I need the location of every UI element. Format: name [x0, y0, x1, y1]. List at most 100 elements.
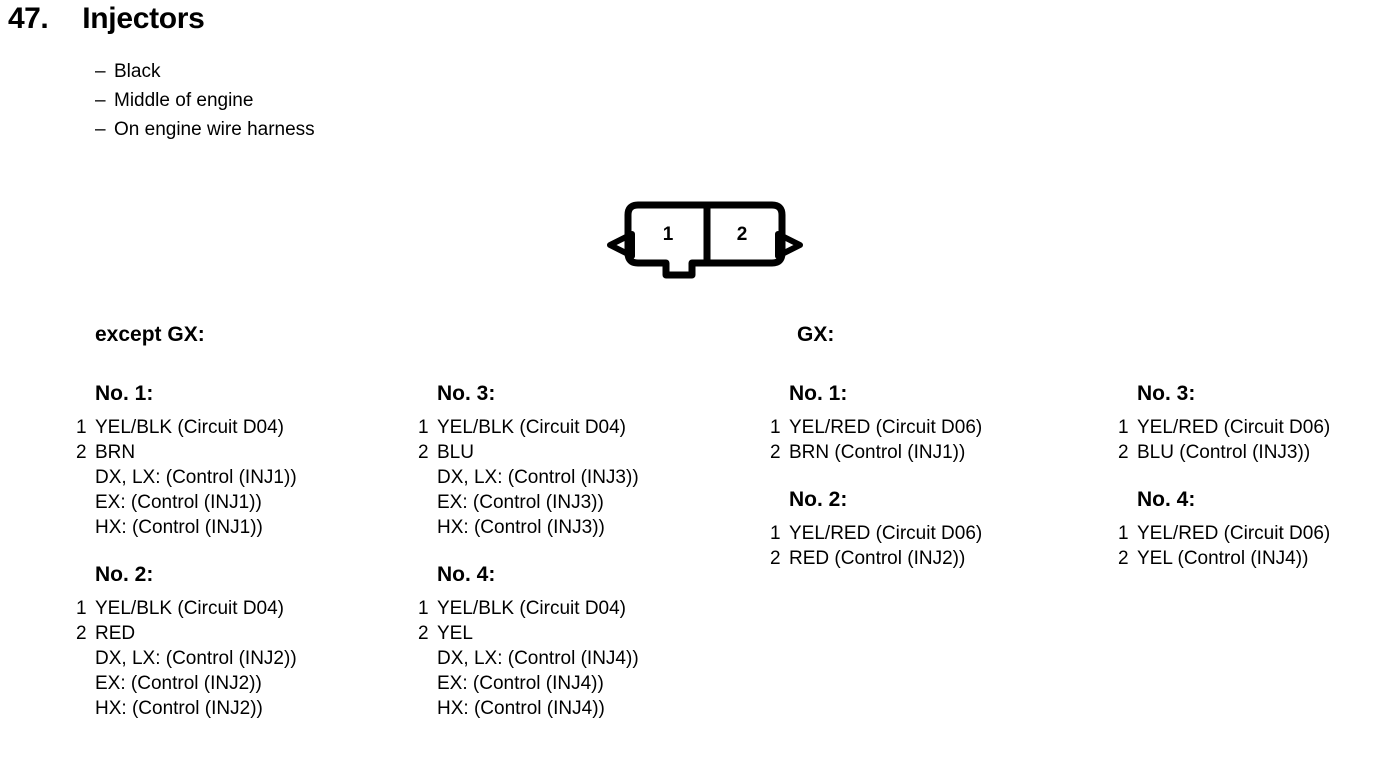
pin-wire-color: YEL/RED (Circuit D06)	[789, 523, 983, 544]
variant-heading-except-gx: except GX:	[95, 323, 205, 346]
pin-wire-color: RED	[95, 623, 136, 644]
pin-group-title: No. 2:	[789, 488, 848, 511]
pin-wire-info: BRN DX, LX: (Control (INJ1)) EX: (Control …	[95, 440, 297, 540]
pin-wire-info: RED (Control (INJ2))	[789, 546, 982, 571]
pin-wire-info: YEL/BLK (Circuit D04)	[95, 415, 297, 440]
pin-wire-info: YEL/RED (Circuit D06)	[789, 415, 982, 440]
pin-number: 1	[76, 598, 87, 619]
pin-variant-note: DX, LX: (Control (INJ1))	[95, 467, 297, 488]
pin-wire-color: BRN	[95, 442, 136, 463]
pin-wire-info: YEL/BLK (Circuit D04)	[437, 415, 639, 440]
pin-row: 1 YEL/BLK (Circuit D04)	[76, 415, 297, 440]
pin-group: No. 3: 1 YEL/RED (Circuit D06) 2 BLU (Contro…	[1118, 382, 1330, 465]
pin-variant-note: DX, LX: (Control (INJ2))	[95, 648, 297, 669]
pin-row: 2 RED (Control (INJ2))	[770, 546, 982, 571]
pin-wire-info: YEL/BLK (Circuit D04)	[437, 596, 639, 621]
pin-group: No. 2: 1 YEL/RED (Circuit D06) 2 RED (Contro…	[770, 488, 982, 571]
pin-number: 1	[770, 523, 781, 544]
pin-group-title: No. 2:	[95, 563, 154, 586]
pin-wire-color: YEL/RED (Circuit D06)	[1137, 417, 1331, 438]
pin-group-title: No. 3:	[1137, 382, 1196, 405]
item-title: Injectors	[82, 2, 205, 35]
pin-number: 1	[1118, 417, 1129, 438]
pin-wire-color: YEL/RED (Circuit D06)	[789, 417, 983, 438]
bullet-dash-icon: –	[95, 61, 106, 82]
pin-variant-note: EX: (Control (INJ1))	[95, 492, 262, 513]
pin-wire-info: BLU (Control (INJ3))	[1137, 440, 1330, 465]
pin-wire-color: YEL (Control (INJ4))	[1137, 548, 1309, 569]
pin-variant-note: EX: (Control (INJ3))	[437, 492, 604, 513]
bullet-dash-icon: –	[95, 119, 106, 140]
pin-number: 1	[770, 417, 781, 438]
pin-group-title: No. 4:	[437, 563, 496, 586]
right-tab-icon	[775, 231, 803, 259]
pin-wire-color: RED (Control (INJ2))	[789, 548, 966, 569]
pin-number: 1	[418, 417, 429, 438]
pin-number: 2	[418, 623, 429, 644]
pin-group-title: No. 3:	[437, 382, 496, 405]
pin-row: 1 YEL/RED (Circuit D06)	[1118, 415, 1330, 440]
pin-wire-color: YEL/BLK (Circuit D04)	[95, 598, 285, 619]
location-note-label: Middle of engine	[114, 90, 254, 111]
pin-number: 2	[418, 442, 429, 463]
pin-wire-info: BRN (Control (INJ1))	[789, 440, 982, 465]
pin-row: 2 YEL (Control (INJ4))	[1118, 546, 1330, 571]
pin-variant-note: HX: (Control (INJ1))	[95, 517, 263, 538]
pin-group-title: No. 4:	[1137, 488, 1196, 511]
pin-wire-info: YEL (Control (INJ4))	[1137, 546, 1330, 571]
bullet-dash-icon: –	[95, 90, 106, 111]
pin-variant-note: DX, LX: (Control (INJ4))	[437, 648, 639, 669]
location-notes-list: –Black–Middle of engine–On engine wire h…	[95, 57, 315, 144]
location-note: –Middle of engine	[95, 86, 315, 115]
pin-row: 1 YEL/BLK (Circuit D04)	[76, 596, 297, 621]
pin-variant-note: EX: (Control (INJ2))	[95, 673, 262, 694]
pin-number: 2	[770, 548, 781, 569]
pin-wire-color: BLU (Control (INJ3))	[1137, 442, 1311, 463]
pin-group-title: No. 1:	[95, 382, 154, 405]
pin-wire-info: YEL/RED (Circuit D06)	[789, 521, 982, 546]
pin-wire-info: YEL/RED (Circuit D06)	[1137, 415, 1330, 440]
connector-svg: 1 2	[607, 201, 803, 279]
pin-variant-note: HX: (Control (INJ4))	[437, 698, 605, 719]
page-title: 47. Injectors	[8, 2, 205, 36]
variant-heading-gx: GX:	[797, 323, 835, 346]
pin-number: 2	[1118, 442, 1129, 463]
pin-row: 2 BLU (Control (INJ3))	[1118, 440, 1330, 465]
connector-body	[624, 201, 786, 279]
pin-row: 2 BRN DX, LX: (Control (INJ1)) EX: (Control…	[76, 440, 297, 540]
pin-variant-note: DX, LX: (Control (INJ3))	[437, 467, 639, 488]
location-note: –Black	[95, 57, 315, 86]
left-tab-icon	[607, 231, 635, 259]
pin-number: 2	[76, 442, 87, 463]
pin-row: 1 YEL/RED (Circuit D06)	[770, 415, 982, 440]
pin-wire-color: YEL/BLK (Circuit D04)	[437, 598, 627, 619]
location-note-label: Black	[114, 61, 161, 82]
pin-group-title: No. 1:	[789, 382, 848, 405]
location-note-label: On engine wire harness	[114, 119, 315, 140]
pin-number: 2	[1118, 548, 1129, 569]
pin-number: 1	[76, 417, 87, 438]
pin-variant-note: EX: (Control (INJ4))	[437, 673, 604, 694]
pin-row: 1 YEL/RED (Circuit D06)	[770, 521, 982, 546]
item-number: 47.	[8, 2, 49, 35]
pin-wire-info: RED DX, LX: (Control (INJ2)) EX: (Control …	[95, 621, 297, 721]
pin-wire-color: YEL/BLK (Circuit D04)	[437, 417, 627, 438]
cavity-1-number: 1	[663, 224, 674, 245]
pin-wire-info: YEL/RED (Circuit D06)	[1137, 521, 1330, 546]
pin-variant-note: HX: (Control (INJ2))	[95, 698, 263, 719]
pin-row: 1 YEL/BLK (Circuit D04)	[418, 415, 639, 440]
